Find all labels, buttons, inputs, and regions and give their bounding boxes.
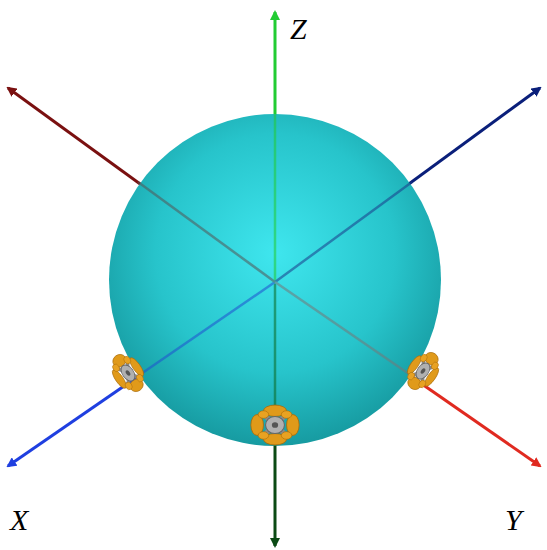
omni-wheel (104, 348, 151, 399)
omni-wheel (251, 405, 299, 445)
sphere (109, 114, 441, 446)
axis-label: Z (290, 14, 307, 44)
z-axis (274, 12, 277, 282)
axis-label: Y (505, 505, 522, 535)
axis-label: X (10, 505, 28, 535)
omni-wheel (399, 346, 446, 397)
